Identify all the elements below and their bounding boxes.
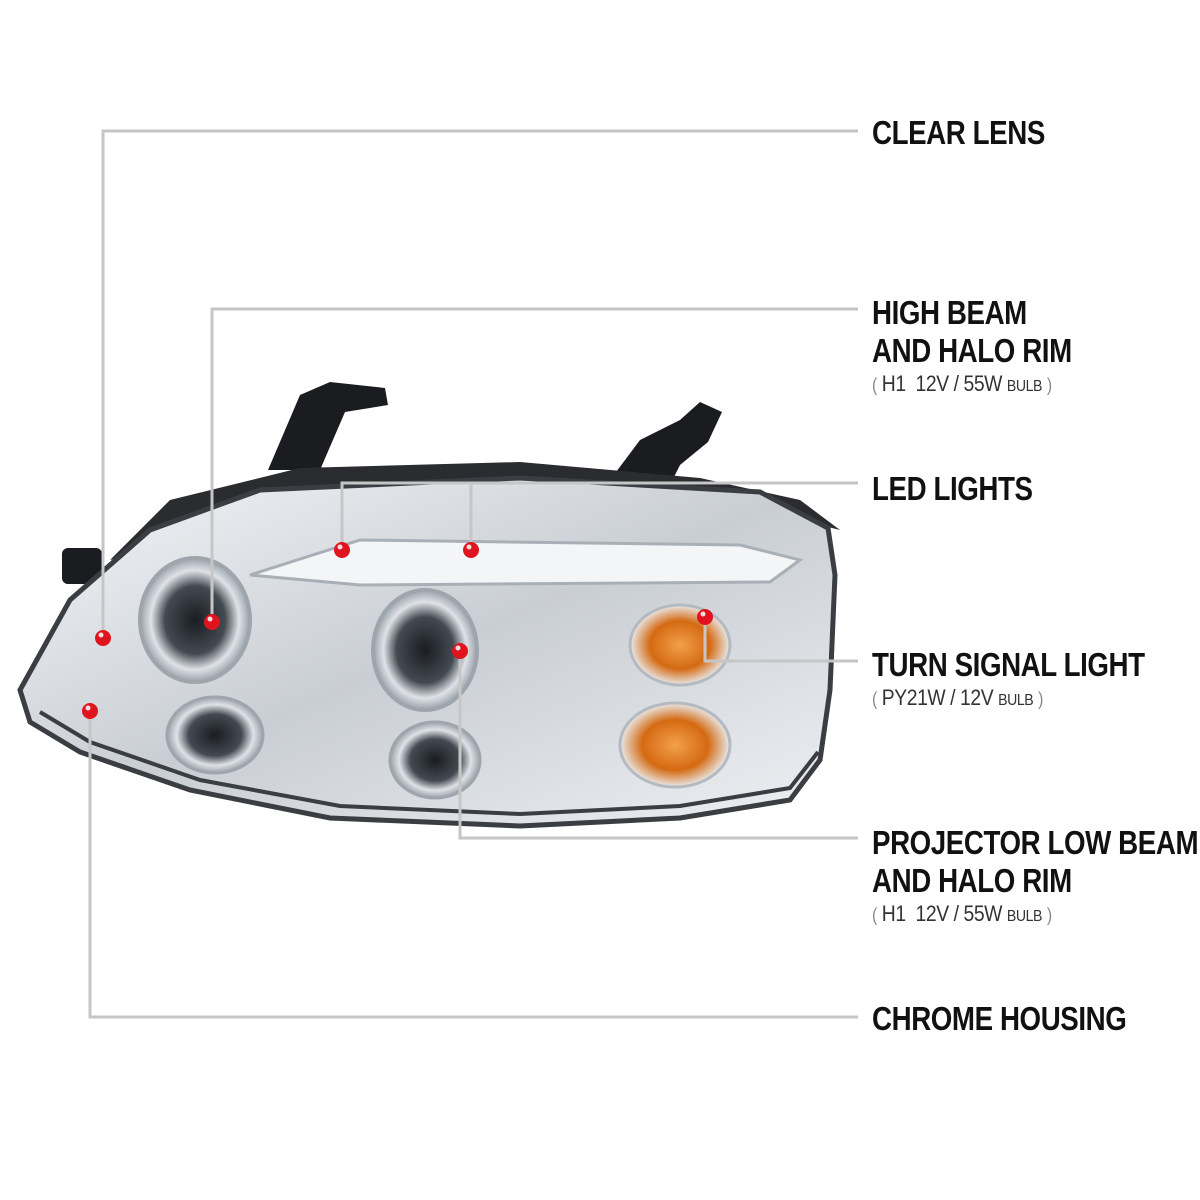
label-low-beam-line-1: PROJECTOR LOW BEAM (872, 824, 1199, 861)
highlight-clear-lens (98, 632, 104, 638)
label-chrome-housing: CHROME HOUSING (872, 1000, 1175, 1038)
label-high-beam: HIGH BEAM AND HALO RIM ( H1 12V / 55W BU… (872, 294, 1110, 401)
high-beam-rating: 12V / 55W (915, 371, 1003, 396)
highlight-low-beam (455, 645, 461, 651)
low-beam-rating: 12V / 55W (915, 901, 1003, 926)
highlight-led-lights-1 (337, 544, 343, 550)
marker-low-beam (452, 643, 468, 659)
label-high-beam-spec: ( H1 12V / 55W BULB ) (872, 371, 1052, 396)
leader-lines (88, 129, 858, 1019)
high-beam-bulb-type: H1 (881, 371, 906, 396)
mounting-bracket-right (610, 402, 722, 495)
label-led-lights-title: LED LIGHTS (872, 470, 1033, 507)
label-high-beam-line-1: HIGH BEAM (872, 294, 1027, 331)
lens-bottom-rim (38, 710, 820, 817)
turn-signal-bulb-suffix: BULB (998, 692, 1034, 709)
label-chrome-housing-title: CHROME HOUSING (872, 1000, 1127, 1037)
highlight-high-beam (207, 616, 213, 622)
label-clear-lens-title: CLEAR LENS (872, 114, 1045, 151)
leader-led-lights (340, 481, 858, 550)
high-beam-bulb-suffix: BULB (1006, 378, 1042, 395)
label-high-beam-line-2: AND HALO RIM (872, 332, 1072, 369)
marker-turn-signal (697, 609, 713, 625)
low-beam-bulb-type: H1 (881, 901, 906, 926)
marker-clear-lens (95, 630, 111, 646)
leader-chrome-housing (88, 711, 858, 1019)
turn-signal-reflector-upper (628, 603, 732, 687)
marker-led-lights-2 (463, 542, 479, 558)
marker-chrome-housing (82, 703, 98, 719)
marker-highlights (85, 544, 706, 711)
turn-signal-reflector-lower (618, 701, 732, 789)
label-clear-lens: CLEAR LENS (872, 114, 1078, 152)
label-led-lights: LED LIGHTS (872, 470, 1063, 508)
turn-signal-rating: / 12V (950, 685, 994, 710)
high-beam-halo (138, 556, 252, 684)
highlight-turn-signal (700, 611, 706, 617)
highlight-led-lights-2 (466, 544, 472, 550)
label-low-beam-line-2: AND HALO RIM (872, 862, 1072, 899)
mounting-bracket-left (268, 382, 388, 470)
led-bar (249, 538, 804, 587)
leader-turn-signal (703, 617, 858, 663)
label-low-beam: PROJECTOR LOW BEAM AND HALO RIM ( H1 12V… (872, 824, 1200, 931)
leader-clear-lens (101, 129, 858, 638)
label-turn-signal-spec: ( PY21W / 12V BULB ) (872, 685, 1043, 710)
label-low-beam-spec: ( H1 12V / 55W BULB ) (872, 901, 1052, 926)
lower-left-reflector (165, 695, 265, 775)
label-turn-signal: TURN SIGNAL LIGHT ( PY21W / 12V BULB ) (872, 646, 1197, 715)
highlight-chrome-housing (85, 705, 91, 711)
low-beam-bulb-suffix: BULB (1006, 908, 1042, 925)
marker-led-lights-1 (334, 542, 350, 558)
leader-high-beam (210, 307, 858, 622)
turn-signal-bulb-type: PY21W (881, 685, 946, 710)
lower-center-reflector (388, 720, 482, 800)
leader-low-beam (458, 651, 858, 840)
low-beam-halo (371, 588, 479, 712)
label-turn-signal-title: TURN SIGNAL LIGHT (872, 646, 1145, 683)
marker-high-beam (204, 614, 220, 630)
side-clip (62, 548, 102, 584)
